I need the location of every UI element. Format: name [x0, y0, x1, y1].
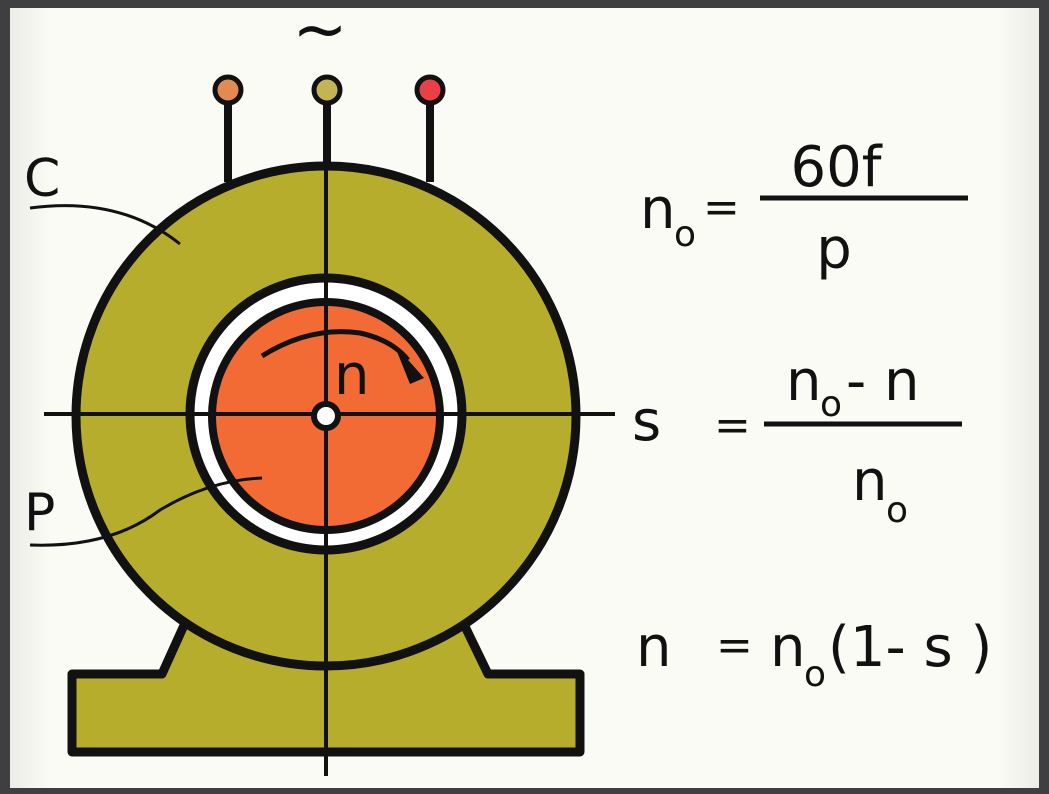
speed-label: n: [334, 343, 370, 408]
f3-rhs-sub: o: [804, 654, 826, 695]
f1-eq: =: [703, 182, 740, 233]
stator-label: C: [24, 149, 60, 209]
formula-rotor-speed: n = n o (1- s ): [636, 615, 992, 695]
rotor-label: P: [24, 483, 55, 543]
f1-lhs: n: [640, 177, 676, 242]
f2-num-sub: o: [820, 384, 842, 425]
f1-denominator: p: [816, 217, 852, 282]
formula-slip: = n o - n n o: [714, 349, 962, 531]
f3-eq: =: [716, 620, 753, 671]
rotation-arrowhead: [394, 344, 424, 384]
axis-label-s: s: [632, 389, 661, 454]
formula-synchronous-speed: n o = 60f p: [640, 135, 968, 282]
f2-num-base: n: [786, 349, 822, 414]
f2-num-rest: - n: [846, 349, 920, 414]
f3-lhs: n: [636, 615, 672, 680]
f2-den-base: n: [852, 449, 888, 514]
leader-stator: [29, 204, 181, 246]
leader-rotor: [29, 476, 263, 547]
diagram-frame: ~ C P n s n o = 60f p = n o - n n o n = …: [10, 0, 1039, 788]
rotation-arc: [260, 329, 410, 362]
terminal-mid: [311, 74, 343, 106]
ac-symbol: ~: [292, 0, 347, 68]
f2-den-sub: o: [886, 490, 908, 531]
terminal-right: [414, 74, 446, 106]
f1-lhs-sub: o: [674, 214, 696, 255]
terminal-left: [212, 74, 244, 106]
f2-eq: =: [714, 400, 751, 451]
f3-rhs-base: n: [770, 615, 806, 680]
shaft: [311, 401, 341, 431]
f3-rhs-rest: (1- s ): [828, 615, 992, 680]
f1-numerator: 60f: [791, 135, 883, 200]
